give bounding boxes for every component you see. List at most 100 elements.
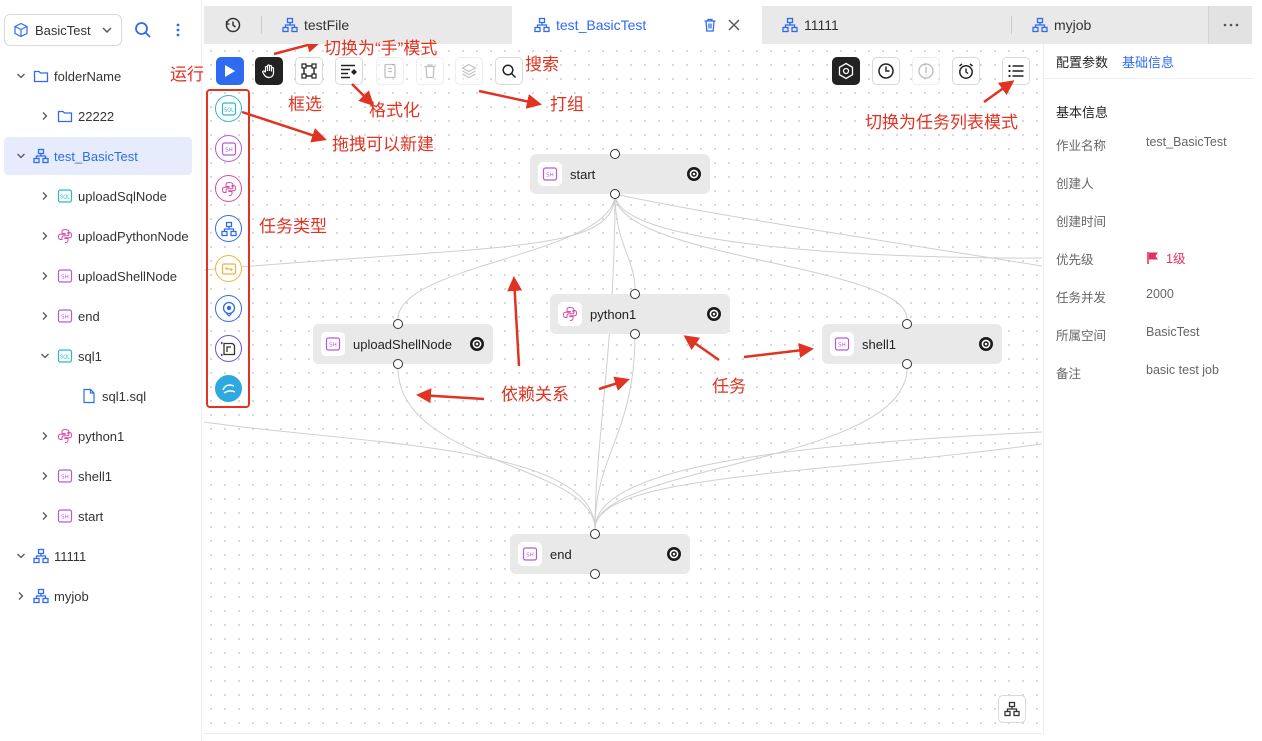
tree-item-label: 22222	[78, 108, 115, 124]
field-label: 作业名称	[1056, 139, 1107, 153]
node-label: start	[570, 166, 596, 182]
dag-canvas[interactable]: start python1 uploadShellNode shell1	[170, 39, 1042, 734]
node-shell1[interactable]: shell1	[822, 324, 1002, 364]
sql-task-type[interactable]	[215, 95, 242, 122]
run-button[interactable]	[216, 57, 244, 85]
tree-item-uploadPythonNode[interactable]: uploadPythonNode	[4, 217, 192, 255]
tree-item-sql1-file[interactable]: sql1.sql	[4, 377, 192, 415]
node-uploadShellNode[interactable]: uploadShellNode	[313, 324, 493, 364]
hand-mode-button[interactable]	[255, 57, 283, 85]
gear-icon[interactable]	[666, 546, 682, 562]
search-icon[interactable]	[133, 20, 153, 40]
chevron-right-icon[interactable]	[38, 511, 52, 521]
output-port[interactable]	[610, 189, 620, 199]
python-icon	[56, 227, 74, 245]
hand-icon	[262, 64, 275, 79]
history-tab[interactable]	[204, 6, 262, 44]
node-start[interactable]: start	[530, 154, 710, 194]
tab-config-params[interactable]: 配置参数	[1056, 55, 1109, 70]
chevron-right-icon[interactable]	[14, 591, 28, 601]
more-tabs-button[interactable]	[1208, 6, 1252, 44]
info-button[interactable]	[912, 57, 940, 85]
transfer-icon	[221, 262, 236, 275]
box-select-button[interactable]	[295, 57, 323, 85]
shell-icon	[538, 162, 562, 186]
shell-task-type[interactable]	[215, 135, 242, 162]
node-end[interactable]: end	[510, 534, 690, 574]
output-port[interactable]	[630, 329, 640, 339]
tree-item-uploadShellNode[interactable]: uploadShellNode	[4, 257, 192, 295]
chevron-right-icon[interactable]	[38, 271, 52, 281]
input-port[interactable]	[902, 319, 912, 329]
job-icon	[32, 547, 50, 565]
output-port[interactable]	[393, 359, 403, 369]
script-task-type[interactable]	[215, 375, 242, 402]
subjob-task-type[interactable]	[215, 215, 242, 242]
delete-button[interactable]	[416, 57, 444, 85]
workspace-select[interactable]: BasicTest	[4, 14, 122, 46]
tree-item-11111[interactable]: 11111	[4, 537, 192, 575]
settings-button[interactable]	[832, 57, 860, 85]
field-job-name: 作业名称 test_BasicTest	[1056, 135, 1251, 154]
tree-item-22222[interactable]: 22222	[4, 97, 192, 135]
tree-item-start[interactable]: start	[4, 497, 192, 535]
chevron-down-icon[interactable]	[38, 351, 52, 361]
chevron-right-icon[interactable]	[38, 311, 52, 321]
chevron-down-icon[interactable]	[14, 71, 28, 81]
input-port[interactable]	[393, 319, 403, 329]
custom-task-type[interactable]	[215, 335, 242, 362]
minimap-button[interactable]	[998, 695, 1026, 723]
search-button[interactable]	[495, 57, 523, 85]
field-value: 2000	[1146, 287, 1174, 301]
tab-myjob[interactable]: myjob	[1012, 6, 1208, 44]
input-port[interactable]	[610, 149, 620, 159]
tab-testFile[interactable]: testFile	[262, 6, 512, 44]
python-task-type[interactable]	[215, 175, 242, 202]
schedule-button[interactable]	[872, 57, 900, 85]
tree-item-end[interactable]: end	[4, 297, 192, 335]
layers-icon	[461, 63, 477, 79]
timer-button[interactable]	[952, 57, 980, 85]
tab-label: 11111	[804, 17, 839, 33]
format-button[interactable]	[335, 57, 363, 85]
output-port[interactable]	[590, 569, 600, 579]
field-value: test_BasicTest	[1146, 135, 1227, 149]
field-concurrency: 任务并发 2000	[1056, 287, 1251, 306]
tree-item-python1[interactable]: python1	[4, 417, 192, 455]
chevron-right-icon[interactable]	[38, 231, 52, 241]
tab-basic-info[interactable]: 基础信息	[1122, 55, 1175, 70]
tree-item-folderName[interactable]: folderName	[4, 57, 192, 95]
input-port[interactable]	[590, 529, 600, 539]
chevron-right-icon[interactable]	[38, 431, 52, 441]
node-python1[interactable]: python1	[550, 294, 730, 334]
transfer-task-type[interactable]	[215, 255, 242, 282]
tree-item-myjob[interactable]: myjob	[4, 577, 192, 615]
chevron-right-icon[interactable]	[38, 471, 52, 481]
job-icon	[534, 17, 550, 33]
gear-icon[interactable]	[469, 336, 485, 352]
more-vertical-icon[interactable]	[168, 20, 188, 40]
chevron-down-icon[interactable]	[14, 551, 28, 561]
gear-icon[interactable]	[686, 166, 702, 182]
tree-item-sql1[interactable]: sql1	[4, 337, 192, 375]
group-button[interactable]	[455, 57, 483, 85]
tab-test_BasicTest[interactable]: test_BasicTest	[512, 6, 762, 44]
close-icon[interactable]	[727, 18, 741, 32]
output-port[interactable]	[902, 359, 912, 369]
node-label: end	[550, 546, 572, 562]
tree-item-label: sql1.sql	[102, 388, 147, 404]
tab-11111[interactable]: 11111	[762, 6, 1012, 44]
input-port[interactable]	[630, 289, 640, 299]
task-list-mode-button[interactable]	[1002, 57, 1030, 85]
tree-item-uploadSqlNode[interactable]: uploadSqlNode	[4, 177, 192, 215]
tree-item-shell1[interactable]: shell1	[4, 457, 192, 495]
target-task-type[interactable]	[215, 295, 242, 322]
copy-button[interactable]	[376, 57, 404, 85]
chevron-right-icon[interactable]	[38, 111, 52, 121]
tree-item-test_BasicTest[interactable]: test_BasicTest	[4, 137, 192, 175]
gear-icon[interactable]	[978, 336, 994, 352]
chevron-down-icon[interactable]	[14, 151, 28, 161]
gear-icon[interactable]	[706, 306, 722, 322]
chevron-right-icon[interactable]	[38, 191, 52, 201]
trash-icon[interactable]	[702, 17, 718, 33]
